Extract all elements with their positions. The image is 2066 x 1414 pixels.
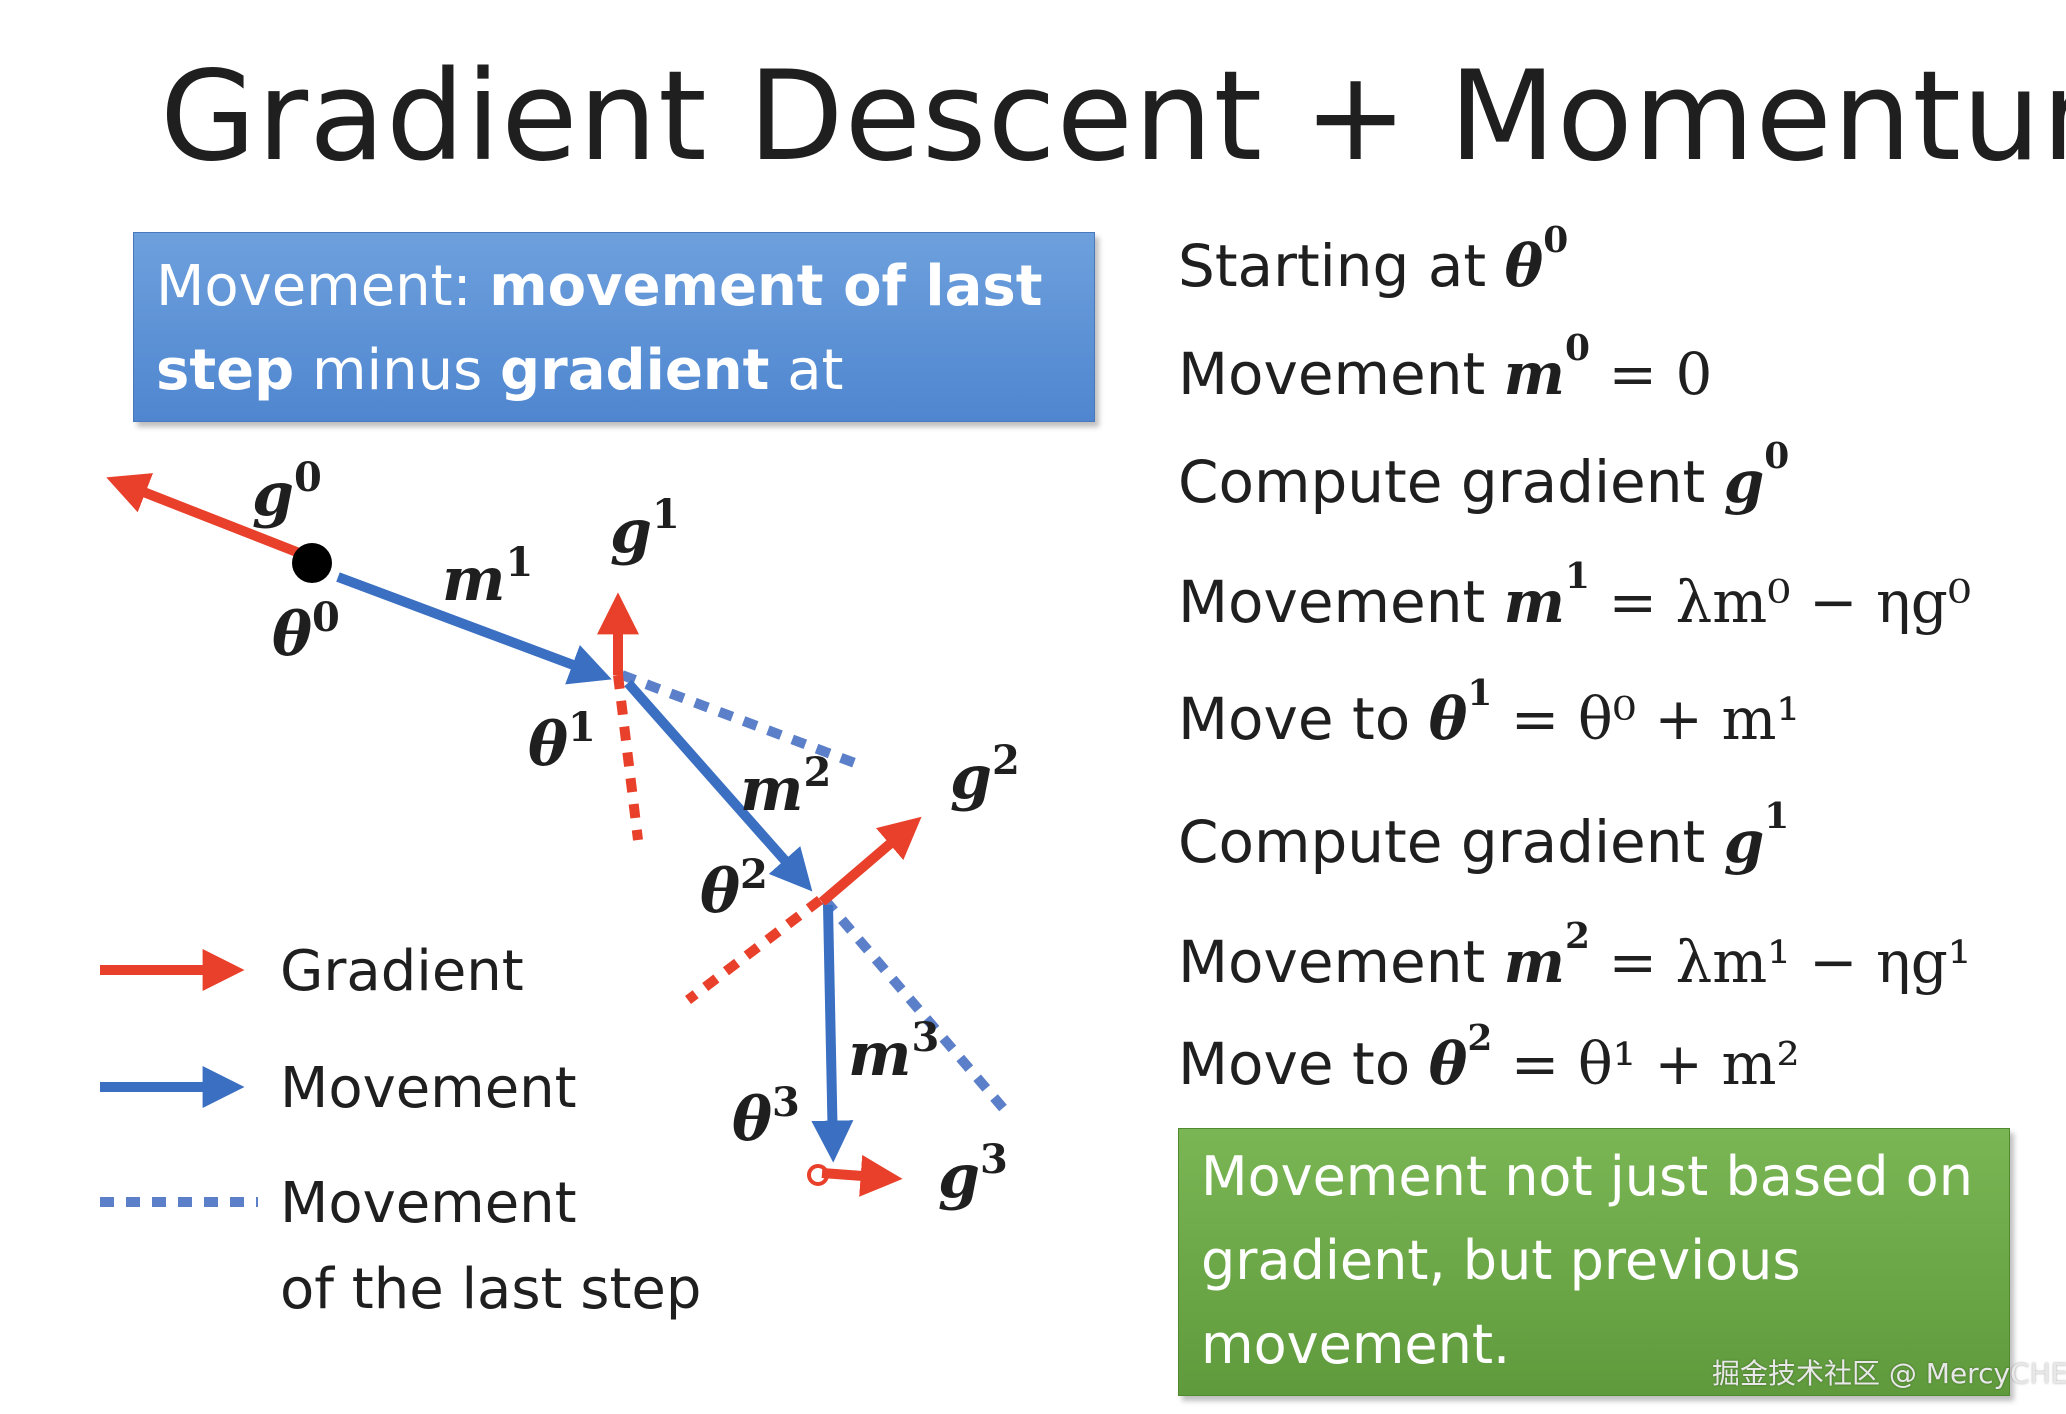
label-g1: g1	[610, 491, 680, 567]
step-5: Move to θ1 = θ⁰ + m¹	[1178, 671, 1800, 753]
movement-arrow-m3	[811, 904, 854, 1163]
movement-arrow-m1	[336, 572, 612, 685]
def-text-1: Movement:	[156, 254, 490, 319]
last-movement-dotted-2	[821, 896, 1007, 1112]
neg-gradient-dotted-1	[613, 674, 643, 841]
watermark: 掘金技术社区 @ MercyCHEN	[1712, 1357, 2066, 1390]
def-text-5: at present	[156, 338, 844, 487]
step-2: Movement m0 = 0	[1178, 326, 1713, 408]
def-text-2: movement of last step	[156, 254, 1043, 403]
label-theta2: θ2	[700, 851, 768, 927]
step-7: Movement m2 = λm¹ − ηg¹	[1178, 914, 1972, 996]
label-theta1: θ1	[528, 704, 596, 780]
step-3: Compute gradient g0	[1178, 434, 1790, 516]
label-m2: m2	[740, 749, 831, 825]
step-8: Move to θ2 = θ¹ + m²	[1178, 1016, 1800, 1098]
label-m3: m3	[848, 1014, 939, 1090]
legend-movement-label: Movement	[280, 1056, 577, 1121]
label-m1: m1	[442, 539, 533, 615]
legend-last-movement-label-1: Movement	[280, 1171, 577, 1236]
label-theta0: θ0	[272, 594, 340, 670]
gradient-arrow-g0	[106, 473, 314, 563]
legend-last-movement-label-2: of the last step	[280, 1257, 701, 1322]
conclusion-box: Movement not just based on gradient, but…	[1178, 1128, 2010, 1396]
step-1: Starting at θ0	[1178, 218, 1569, 300]
label-g2: g2	[950, 737, 1020, 813]
label-theta3: θ3	[732, 1079, 800, 1155]
theta3-point	[807, 1164, 829, 1186]
label-g3: g3	[938, 1136, 1008, 1212]
gradient-arrow-g3	[821, 1154, 903, 1197]
step-4: Movement m1 = λm⁰ − ηg⁰	[1178, 554, 1972, 636]
legend-gradient-label: Gradient	[280, 939, 524, 1004]
label-g0: g0	[252, 454, 322, 530]
step-6: Compute gradient g1	[1178, 794, 1790, 876]
slide-title: Gradient Descent + Momentum	[160, 45, 2066, 189]
def-text-4: gradient	[500, 338, 770, 403]
gradient-arrow-g2	[818, 816, 922, 906]
theta0-point	[292, 543, 332, 583]
def-text-3: minus	[294, 338, 501, 403]
neg-gradient-dotted-2	[684, 896, 824, 1004]
movement-definition-box: Movement: movement of last step minus gr…	[133, 232, 1095, 487]
last-movement-dotted-1	[620, 670, 862, 770]
movement-arrow-m2	[624, 679, 813, 892]
